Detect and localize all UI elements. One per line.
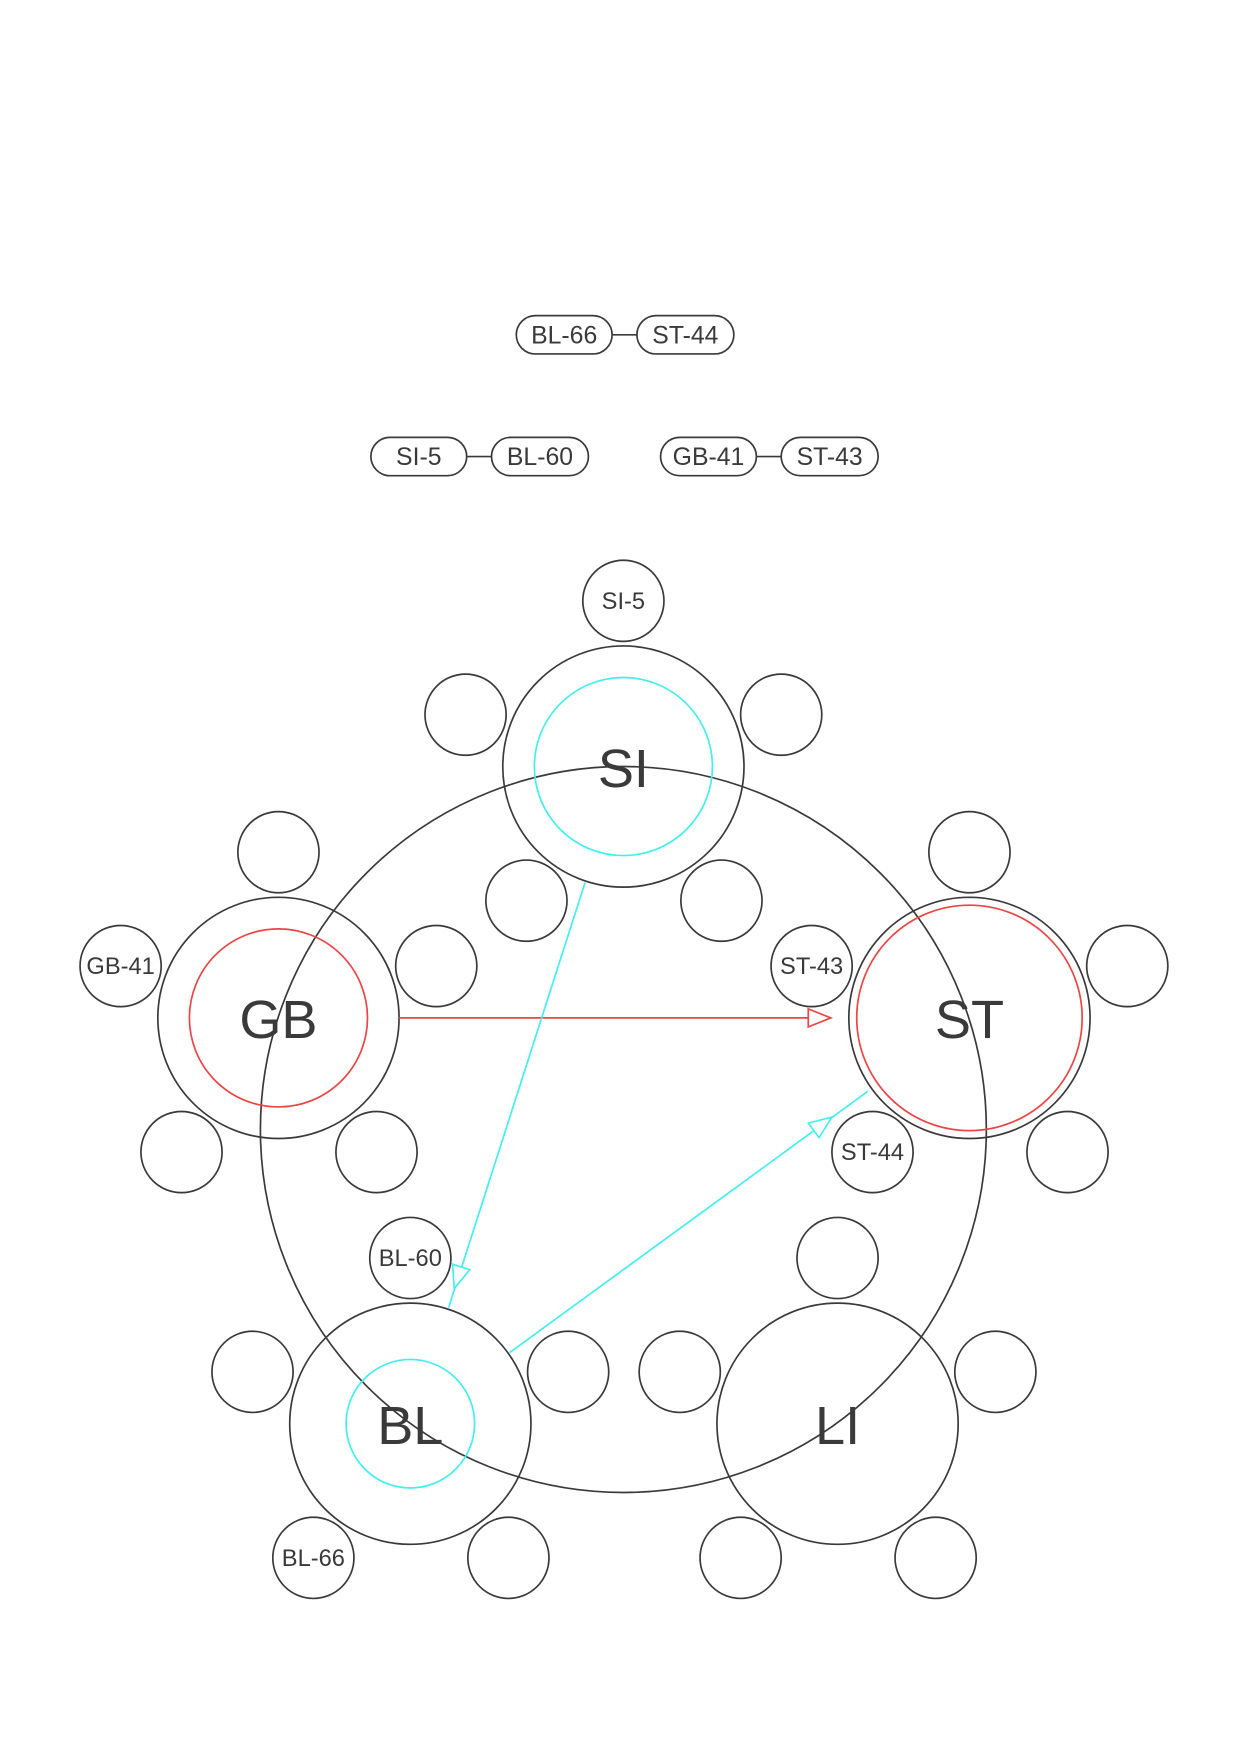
seat-label: SI-5: [602, 589, 645, 615]
seat-circle: [424, 673, 507, 757]
seat[interactable]: [796, 1216, 879, 1300]
seat[interactable]: [894, 1516, 978, 1600]
seat-circle: [928, 810, 1011, 894]
seat-label: BL-60: [379, 1246, 442, 1272]
pair-label: SI-5: [396, 444, 441, 471]
seat[interactable]: BL-60: [368, 1216, 452, 1300]
seat[interactable]: [466, 1516, 550, 1600]
seat-circle: [394, 924, 478, 1008]
seat[interactable]: BL-66: [271, 1516, 355, 1600]
seat-circle: [894, 1516, 978, 1600]
table-circle: [716, 1302, 960, 1546]
seat[interactable]: [953, 1330, 1037, 1414]
pair-1: SI-5 BL-60: [370, 436, 590, 477]
arrowhead-icon: [451, 1263, 472, 1291]
pair-label: GB-41: [673, 444, 745, 471]
seat[interactable]: [680, 859, 763, 943]
seat[interactable]: SI-5: [581, 559, 665, 643]
main-ring: [259, 765, 988, 1494]
seat-circle: [211, 1330, 294, 1414]
edge-si-bl: [447, 882, 586, 1308]
edge-line: [509, 1090, 869, 1354]
seat[interactable]: [739, 673, 823, 757]
pair-label: BL-60: [507, 444, 573, 471]
seat-circle: [953, 1330, 1037, 1414]
edge-bl-st: [509, 1090, 869, 1354]
table-label: ST: [935, 990, 1004, 1050]
table-ring: [533, 676, 714, 857]
seat-circle: [638, 1330, 722, 1414]
seat[interactable]: [638, 1330, 722, 1414]
table-ring: [188, 928, 369, 1108]
seat-circle: [796, 1216, 879, 1300]
seat[interactable]: [1026, 1110, 1109, 1194]
seat-circle: [466, 1516, 550, 1600]
pair-label: BL-66: [531, 322, 597, 349]
table-ring: [345, 1358, 476, 1489]
seat-label: ST-44: [841, 1140, 904, 1166]
table-label: GB: [239, 990, 317, 1050]
seat-label: ST-43: [780, 954, 843, 980]
seat-circle: [699, 1516, 783, 1600]
pair-label: ST-43: [797, 444, 863, 471]
table-ring: [855, 904, 1084, 1132]
seat-circle: [1085, 924, 1169, 1008]
pair-label: ST-44: [652, 322, 718, 349]
seat-circle: [335, 1110, 418, 1194]
table-si[interactable]: SI SI-5: [424, 559, 823, 943]
seat-circle: [739, 673, 823, 757]
seat-circle: [237, 810, 320, 894]
table-circle: [288, 1302, 532, 1546]
seat-label: BL-66: [282, 1546, 345, 1572]
seat[interactable]: [394, 924, 478, 1008]
seat-circle: [485, 859, 568, 943]
seat[interactable]: [1085, 924, 1169, 1008]
arrowhead-icon: [807, 1007, 834, 1029]
seat[interactable]: [485, 859, 568, 943]
seat-circle: [680, 859, 763, 943]
edge-gb-st: [399, 1007, 834, 1029]
seat[interactable]: [526, 1330, 610, 1414]
seat-circle: [770, 924, 854, 1008]
table-circle: [847, 896, 1091, 1140]
seat-circle: [271, 1516, 355, 1600]
table-label: SI: [598, 739, 649, 799]
seat-label: GB-41: [86, 954, 154, 980]
seat[interactable]: GB-41: [79, 924, 163, 1008]
seat[interactable]: [211, 1330, 294, 1414]
seat[interactable]: [140, 1110, 223, 1194]
edge-line: [447, 882, 586, 1308]
table-li[interactable]: LI: [638, 1216, 1037, 1600]
seat-circle: [1026, 1110, 1109, 1194]
seat-circle: [831, 1110, 914, 1194]
seat[interactable]: ST-43: [770, 924, 854, 1008]
table-label: LI: [815, 1396, 860, 1456]
arrowhead-icon: [806, 1115, 834, 1140]
seat-circle: [526, 1330, 610, 1414]
table-label: BL: [377, 1396, 443, 1456]
pair-2: GB-41 ST-43: [659, 436, 879, 477]
seat-circle: [140, 1110, 223, 1194]
seat[interactable]: [699, 1516, 783, 1600]
table-circle: [501, 645, 745, 888]
pair-0: BL-66 ST-44: [515, 314, 735, 355]
seat-circle: [79, 924, 163, 1008]
seat-circle: [368, 1216, 452, 1300]
seat[interactable]: [335, 1110, 418, 1194]
seat[interactable]: [237, 810, 320, 894]
seat-circle: [581, 559, 665, 643]
seat[interactable]: [424, 673, 507, 757]
table-gb[interactable]: GB GB-41: [79, 810, 478, 1194]
seat[interactable]: ST-44: [831, 1110, 914, 1194]
seat[interactable]: [928, 810, 1011, 894]
